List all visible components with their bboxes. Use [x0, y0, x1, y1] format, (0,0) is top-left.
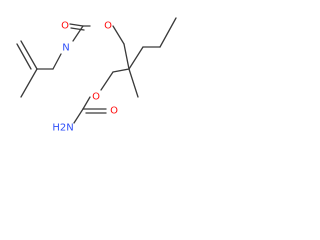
- atom-oxygen-carbonyl-top: O: [61, 21, 69, 32]
- bond-ether-o-to-ch2: [112, 25, 125, 45]
- bond-skeleton: [16, 17, 177, 124]
- bond-quaternary-c-to-propyl-1: [128, 46, 144, 70]
- atom-amine-nh2-bottom: H2N: [52, 123, 73, 134]
- bond-carbonyl-c-to-o-double: [70, 27, 85, 31]
- bond-methyl-to-alkene-c: [20, 68, 38, 98]
- bond-ch2-to-quaternary-c: [123, 43, 130, 70]
- structural-formula: O N O O O H2N: [16, 17, 177, 134]
- bond-alkene-c-to-ch2: [20, 40, 38, 70]
- bond-quaternary-c-to-methyl: [128, 68, 139, 98]
- bond-carbonyl-c-bottom-to-nh2: [73, 108, 84, 124]
- bond-n-to-carbonyl-c: [72, 25, 84, 42]
- atom-oxygen-carbonyl-bottom: O: [110, 106, 118, 117]
- atom-oxygen-ether-bottom: O: [92, 92, 100, 103]
- atom-labels: O N O O O H2N: [52, 21, 118, 134]
- atom-oxygen-ether-top: O: [104, 21, 112, 32]
- bond-quaternary-c-to-ch2-bottom: [112, 68, 130, 73]
- bond-ch2-bottom-to-ether-o: [100, 71, 114, 91]
- bond-propyl-2-to-propyl-3: [159, 17, 177, 48]
- bond-ch2-to-n: [52, 53, 62, 70]
- atom-nitrogen-amide-top: N: [62, 43, 69, 54]
- bond-alkene-c-to-ch2-double: [16, 43, 32, 70]
- bond-ether-o-to-carbonyl-c-bottom: [82, 96, 91, 110]
- bond-carbonyl-c-to-o: [69, 23, 84, 27]
